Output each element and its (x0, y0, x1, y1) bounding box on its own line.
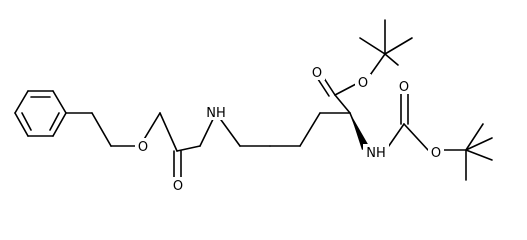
bond (14, 90, 29, 114)
atom-boc-carbonyl-oxygen: O (396, 78, 412, 95)
bond (91, 112, 112, 147)
atom-cbz-carbonyl-oxygen: O (170, 177, 186, 194)
atom-ester-carbonyl-oxygen: O (309, 64, 325, 81)
bond (21, 112, 32, 131)
atom-cbz-oxygen: O (135, 138, 151, 155)
bond (403, 123, 429, 151)
bond (384, 53, 399, 66)
atom-boc-nitrogen: NH (363, 144, 389, 161)
bond (465, 149, 493, 161)
atom-label: O (173, 179, 183, 194)
bond (334, 94, 351, 114)
atom-label: O (138, 140, 148, 155)
bonds (14, 19, 493, 181)
atom-label: O (399, 80, 409, 95)
stereo-wedge (350, 113, 369, 150)
atom-label: NH (206, 106, 226, 121)
atom-cbz-nitrogen: NH (203, 104, 229, 121)
bond (384, 37, 413, 55)
bond (465, 137, 493, 151)
atom-labels: O O NH O O NH O O (135, 64, 444, 194)
bond (52, 90, 67, 114)
bond (159, 112, 178, 152)
bond (465, 123, 484, 151)
atom-boc-oxygen: O (428, 144, 444, 161)
structure-diagram: O O NH O O NH O O (14, 19, 493, 194)
bond (359, 37, 386, 55)
atom-label: O (312, 66, 322, 81)
atom-label: O (358, 76, 368, 91)
bond (334, 83, 357, 96)
bond (49, 112, 60, 131)
bond (176, 145, 201, 152)
bond (52, 112, 67, 137)
bond (299, 112, 321, 147)
atom-ester-oxygen: O (355, 74, 371, 91)
atom-label: NH (366, 146, 386, 161)
bond (14, 112, 29, 137)
atom-label: O (431, 146, 441, 161)
